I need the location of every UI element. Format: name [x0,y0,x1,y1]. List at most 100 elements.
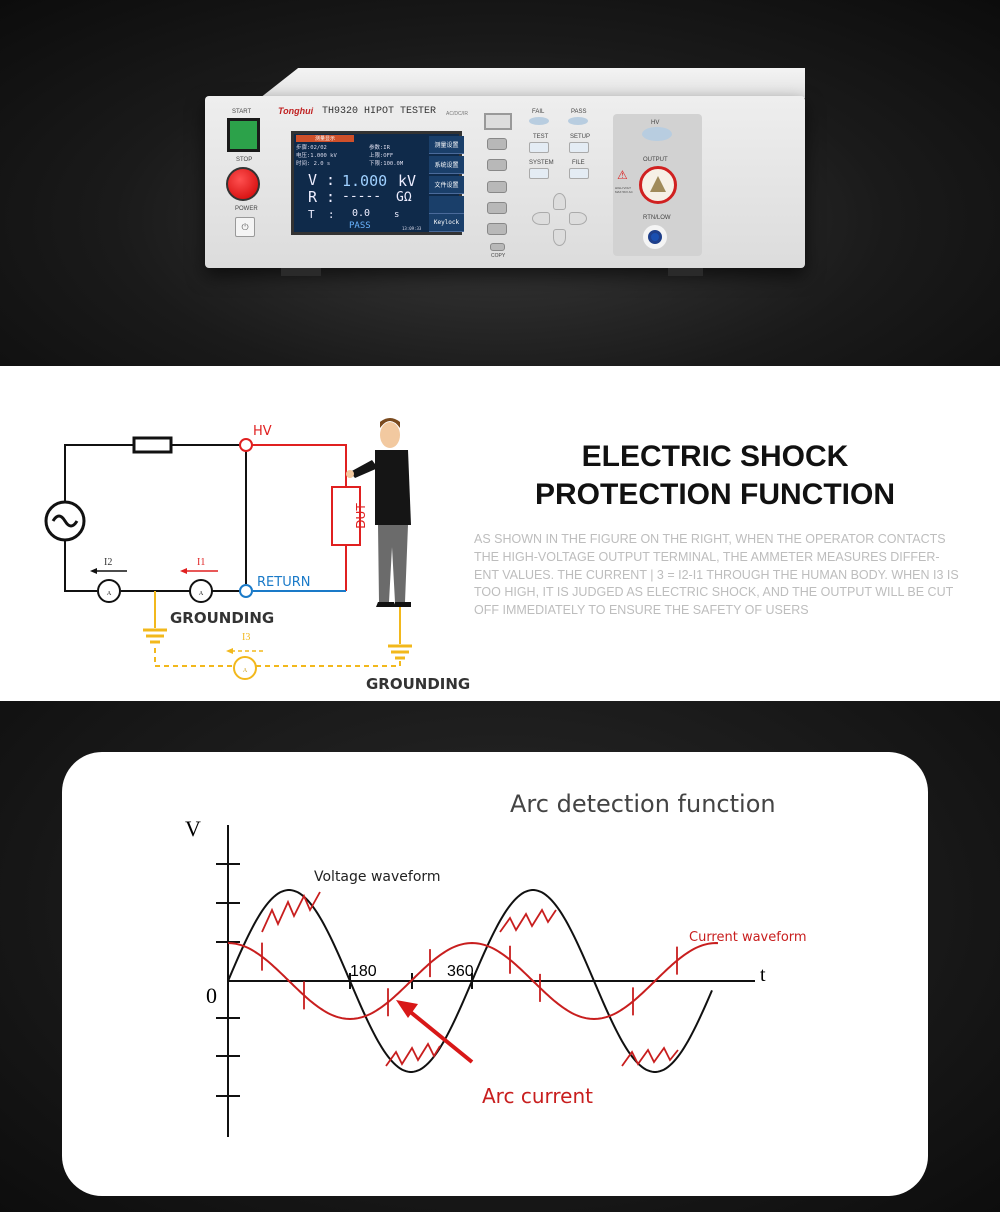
file-button[interactable] [569,168,589,179]
arc-waveform-diagram: V t 0 180 360 Voltage waveform Current w… [185,816,807,1137]
arc-title: Arc detection function [510,790,776,818]
hv-wire [252,444,347,591]
arrow-right-button[interactable] [569,212,587,225]
arc-arrow-head [396,1000,418,1018]
screen-upper: 上限:OFF [369,153,394,159]
power-label: POWER [235,206,258,212]
arrow-left-button[interactable] [532,212,550,225]
i3-path [154,648,401,667]
arrow-up-button[interactable] [553,193,566,210]
v-label: V [308,171,318,189]
ground-wires [154,591,401,644]
softkey-system-setup: 系统设置 [429,156,464,174]
lcd-screen: 测量显示 步骤:02/02 电压:1.000 kV 时间: 2.0 s 参数:I… [291,131,464,235]
softkey-button-1[interactable] [487,138,507,150]
voltage-waveform [227,889,713,1073]
power-button[interactable]: ⏻ [235,217,255,237]
screen-voltage: 电压:1.000 kV [296,153,337,159]
start-label: START [232,109,252,115]
copy-button[interactable] [490,243,505,251]
warning-icon: ⚠ [617,168,628,182]
i3-label: I3 [242,632,250,643]
stop-button[interactable] [226,167,260,201]
device-top-panel [260,68,805,98]
shock-title-line2: PROTECTION FUNCTION [535,478,895,511]
rtn-terminal [643,225,667,249]
operator-person-illustration [346,418,411,607]
screen-lower: 下限:100.0M [369,161,404,167]
shock-protection-section: A A A I2 I1 I3 HV RETURN DUT GROUNDING G… [0,366,1000,701]
file-label: FILE [572,160,585,166]
i2-label: I2 [104,557,112,568]
dut-label: DUT [354,503,368,529]
hv-label: HV [253,424,272,439]
i1-label: I1 [197,557,205,568]
current-waveform-label: Current waveform [689,930,807,945]
ammeter-i2 [97,579,121,603]
current-waveform [227,941,719,1021]
return-label: RETURN [257,575,310,590]
arc-detection-card [62,752,928,1196]
warning-text: HIGH VOLT MAX 5KV AC [615,186,633,194]
ac-source-icon [44,500,86,542]
r-unit: GΩ [396,190,412,205]
mode-badge: AC/DC/IR [446,111,468,117]
x-axis-label: t [760,964,766,986]
softkey-button-4[interactable] [487,202,507,214]
fail-label: FAIL [532,109,545,115]
setup-button[interactable] [569,142,589,153]
softkey-button-3[interactable] [487,181,507,193]
rtn-label: RTN/LOW [643,215,671,221]
ammeter-i1 [189,579,213,603]
ammeter-a-label: A [243,668,248,674]
shock-title-line1: ELECTRIC SHOCK [581,440,849,473]
screen-param: 参数:IR [369,145,390,151]
arrow-down-button[interactable] [553,229,566,246]
ammeter-i3 [233,656,257,680]
screen-time: 时间: 2.0 s [296,161,331,167]
grounding-label-right: GROUNDING [366,675,470,693]
y-axis-label: V [185,816,201,841]
ammeter-a-label: A [107,591,112,597]
softkey-button-5[interactable] [487,223,507,235]
start-button[interactable] [227,118,260,152]
softkey-keylock: Keylock [429,214,464,232]
pass-indicator [568,117,588,125]
test-button[interactable] [529,142,549,153]
clock: 13:09:33 [402,226,422,231]
model-title: TH9320 HIPOT TESTER [322,106,437,117]
screen-step: 步骤:02/02 [296,145,327,151]
shock-description: AS SHOWN IN THE FIGURE ON THE RIGHT, WHE… [474,532,959,618]
r-value: ----- [342,189,382,204]
r-label: R [308,188,318,206]
brand-logo: Tonghui [278,106,314,116]
device-foot-right [668,268,703,276]
current-waveform-ticks [261,942,678,1017]
pass-label: PASS [571,109,587,115]
copy-label: COPY [491,253,506,259]
system-label: SYSTEM [529,160,554,166]
softkey-empty [429,196,464,214]
resistor [132,436,173,454]
voltage-waveform-label: Voltage waveform [314,869,441,885]
dut-box [331,486,361,546]
grounding-label-left: GROUNDING [170,609,274,627]
v-value: 1.000 [342,172,388,190]
product-photo-section: START STOP POWER ⏻ Tonghui TH9320 HIPOT … [0,0,1000,366]
softkey-button-2[interactable] [487,159,507,171]
arc-arrow [406,1008,474,1064]
fail-indicator [529,117,549,125]
hv-indicator [642,127,672,141]
ground-symbols [143,628,412,660]
sine-symbol [51,514,79,528]
hv-output-terminal [639,166,677,204]
shock-circuit-diagram: A A A I2 I1 I3 HV RETURN DUT GROUNDING G… [44,418,470,693]
system-button[interactable] [529,168,549,179]
stop-label: STOP [236,157,253,163]
origin-label: 0 [206,983,217,1008]
v-unit: kV [398,172,417,190]
circuit-wires-black [64,444,247,592]
tick-360-label: 360 [447,963,474,980]
screen-header: 测量显示 [296,135,354,142]
arc-current-label: Arc current [482,1084,593,1108]
